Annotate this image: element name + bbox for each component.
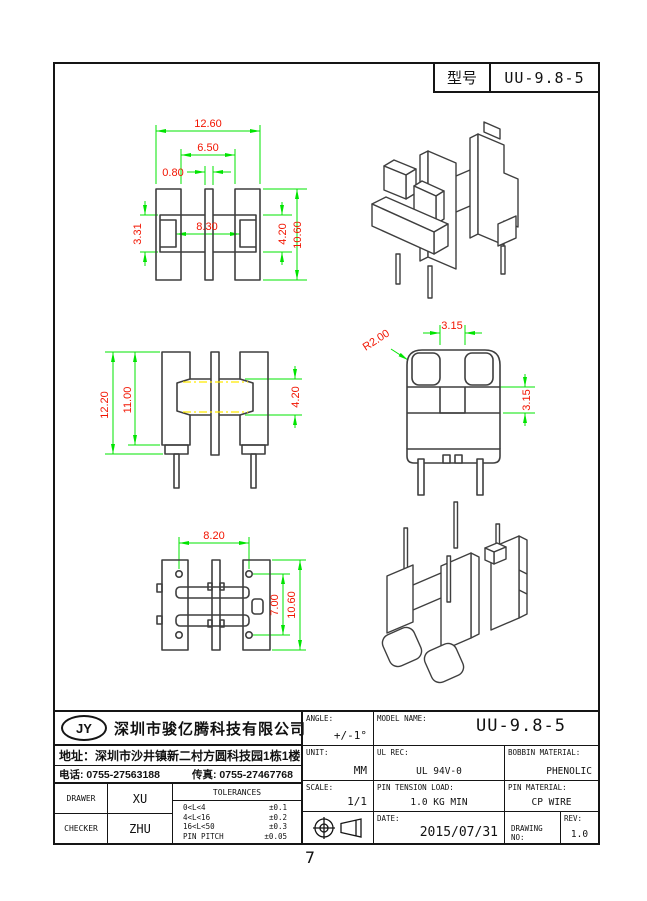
model-name-label: MODEL NAME: xyxy=(377,714,427,723)
third-angle-projection-icon xyxy=(313,816,362,839)
bobbin-material-value: PHENOLIC xyxy=(546,766,592,777)
company-row: JY 深圳市骏亿腾科技有限公司 xyxy=(55,712,305,746)
view-top-dim-lines xyxy=(140,125,307,281)
view-side: 12.20 11.00 4.20 xyxy=(99,351,302,489)
address-row: 地址： 深圳市沙井镇新二村方圆科技园1栋1楼 xyxy=(55,746,301,766)
rev-cell: REV: 1.0 xyxy=(560,812,598,843)
iso-view-bottom xyxy=(381,501,528,684)
tolerance-row: 0<L<4±0.1 xyxy=(183,803,287,812)
unit-label: UNIT: xyxy=(306,748,329,757)
date-cell: DATE: 2015/07/31 xyxy=(373,812,504,843)
dim-bottom-pitch-x: 8.20 xyxy=(203,530,224,542)
model-name-value: UU-9.8-5 xyxy=(476,716,566,736)
dim-top-height-total: 10.60 xyxy=(292,221,304,249)
people-values: XU ZHU xyxy=(107,784,172,843)
date-label: DATE: xyxy=(377,814,400,823)
fax-value: 传真: 0755-27467768 xyxy=(192,768,293,781)
scale-cell: SCALE: 1/1 xyxy=(303,781,373,811)
checker-value: ZHU xyxy=(108,813,172,843)
ul-rec-cell: UL REC: UL 94V-0 xyxy=(373,746,504,780)
pin-material-label: PIN MATERIAL: xyxy=(508,783,567,792)
pin-tension-value: 1.0 KG MIN xyxy=(410,797,468,808)
address-value: 深圳市沙井镇新二村方圆科技园1栋1楼 xyxy=(95,749,301,763)
drawer-label: DRAWER xyxy=(66,794,96,803)
scale-label: SCALE: xyxy=(306,783,334,792)
dim-side-window: 4.20 xyxy=(290,386,302,407)
angle-cell: ANGLE: +/-1° xyxy=(303,712,373,745)
scale-value: 1/1 xyxy=(347,795,367,808)
address-label: 地址： xyxy=(59,749,96,763)
phone-row: 电话: 0755-27563188 传真: 0755-27467768 xyxy=(55,766,301,784)
tolerance-row: 16<L<50±0.3 xyxy=(183,822,287,831)
checker-label: CHECKER xyxy=(55,813,107,843)
phone-value: 电话: 0755-27563188 xyxy=(59,768,160,781)
dim-top-width-window: 6.50 xyxy=(197,142,218,154)
projection-symbol-cell xyxy=(303,812,373,843)
view-side-part xyxy=(161,351,269,489)
tolerances-title: TOLERANCES xyxy=(173,784,301,801)
drawing-no-cell: DRAWING NO: xyxy=(504,812,560,843)
dim-end-radius: R2.00 xyxy=(361,327,392,353)
dim-bottom-height-total: 10.60 xyxy=(286,591,298,619)
dim-side-height-body: 11.00 xyxy=(122,387,134,414)
pin-material-cell: PIN MATERIAL: CP WIRE xyxy=(504,781,598,811)
bobbin-material-label: BOBBIN MATERIAL: xyxy=(508,748,581,757)
rev-label: REV: xyxy=(564,814,583,823)
view-bottom-dim-lines xyxy=(178,537,306,651)
pin-tension-label: PIN TENSION LOAD: xyxy=(377,783,454,792)
unit-value: MM xyxy=(353,764,367,777)
ul-rec-label: UL REC: xyxy=(377,748,409,757)
tolerance-row: PIN PITCH±0.05 xyxy=(183,831,287,841)
ul-rec-value: UL 94V-0 xyxy=(416,766,462,777)
model-value: UU-9.8-5 xyxy=(504,68,585,87)
model-number-box: 型号 UU-9.8-5 xyxy=(433,62,600,93)
rev-value: 1.0 xyxy=(570,829,589,840)
company-name: 深圳市骏亿腾科技有限公司 xyxy=(114,720,307,738)
pin-tension-cell: PIN TENSION LOAD: 1.0 KG MIN xyxy=(373,781,504,811)
dim-side-height-total: 12.20 xyxy=(99,391,111,419)
view-top: 12.60 6.50 0.80 3.31 8.30 4.20 10.60 xyxy=(132,118,307,281)
dim-end-slot-height: 3.15 xyxy=(521,389,533,410)
drawing-no-label: DRAWING NO: xyxy=(511,824,543,842)
angle-label: ANGLE: xyxy=(306,714,334,723)
dim-top-inner-span: 8.30 xyxy=(196,221,217,233)
people-tolerances-row: DRAWER CHECKER XU ZHU TOLERANCES 0<L<4±0… xyxy=(55,784,301,843)
model-name-cell: MODEL NAME: UU-9.8-5 xyxy=(373,712,598,745)
title-block: JY 深圳市骏亿腾科技有限公司 地址： 深圳市沙井镇新二村方圆科技园1栋1楼 电… xyxy=(53,710,600,845)
dim-top-center-plate: 0.80 xyxy=(162,167,183,179)
pin-material-value: CP WIRE xyxy=(531,797,572,808)
view-side-hidden-lines xyxy=(183,381,248,413)
dim-end-slot-width: 3.15 xyxy=(441,320,462,332)
company-logo: JY xyxy=(61,715,107,741)
page-number: 7 xyxy=(304,848,316,867)
tolerance-row: 4<L<16±0.2 xyxy=(183,812,287,822)
people-labels: DRAWER CHECKER xyxy=(55,784,107,843)
date-value: 2015/07/31 xyxy=(419,825,498,840)
drawer-value: XU xyxy=(132,791,148,806)
view-end: 3.15 R2.00 3.15 xyxy=(361,320,535,496)
dim-top-window-h: 4.20 xyxy=(277,223,289,244)
view-bottom-part xyxy=(156,559,271,651)
iso-view-top xyxy=(371,121,519,299)
dim-bottom-pitch-y: 7.00 xyxy=(269,594,281,615)
tolerances-rows: 0<L<4±0.1 4<L<16±0.2 16<L<50±0.3 PIN PIT… xyxy=(173,801,301,843)
title-block-spec-section: ANGLE: +/-1° MODEL NAME: UU-9.8-5 UNIT: … xyxy=(301,712,598,843)
tolerances-table: TOLERANCES 0<L<4±0.1 4<L<16±0.2 16<L<50±… xyxy=(172,784,301,843)
dim-top-width-total: 12.60 xyxy=(194,118,222,130)
bobbin-material-cell: BOBBIN MATERIAL: PHENOLIC xyxy=(504,746,598,780)
view-side-dim-lines xyxy=(105,351,302,455)
model-label: 型号 xyxy=(435,64,491,91)
angle-value: +/-1° xyxy=(333,729,367,742)
unit-cell: UNIT: MM xyxy=(303,746,373,780)
title-block-company-section: JY 深圳市骏亿腾科技有限公司 地址： 深圳市沙井镇新二村方圆科技园1栋1楼 电… xyxy=(55,712,305,843)
dim-top-notch: 3.31 xyxy=(132,223,144,244)
view-end-dim-lines xyxy=(390,325,535,426)
view-top-part xyxy=(155,188,261,281)
view-end-part xyxy=(406,349,501,496)
view-bottom: 8.20 7.00 10.60 xyxy=(156,530,306,651)
